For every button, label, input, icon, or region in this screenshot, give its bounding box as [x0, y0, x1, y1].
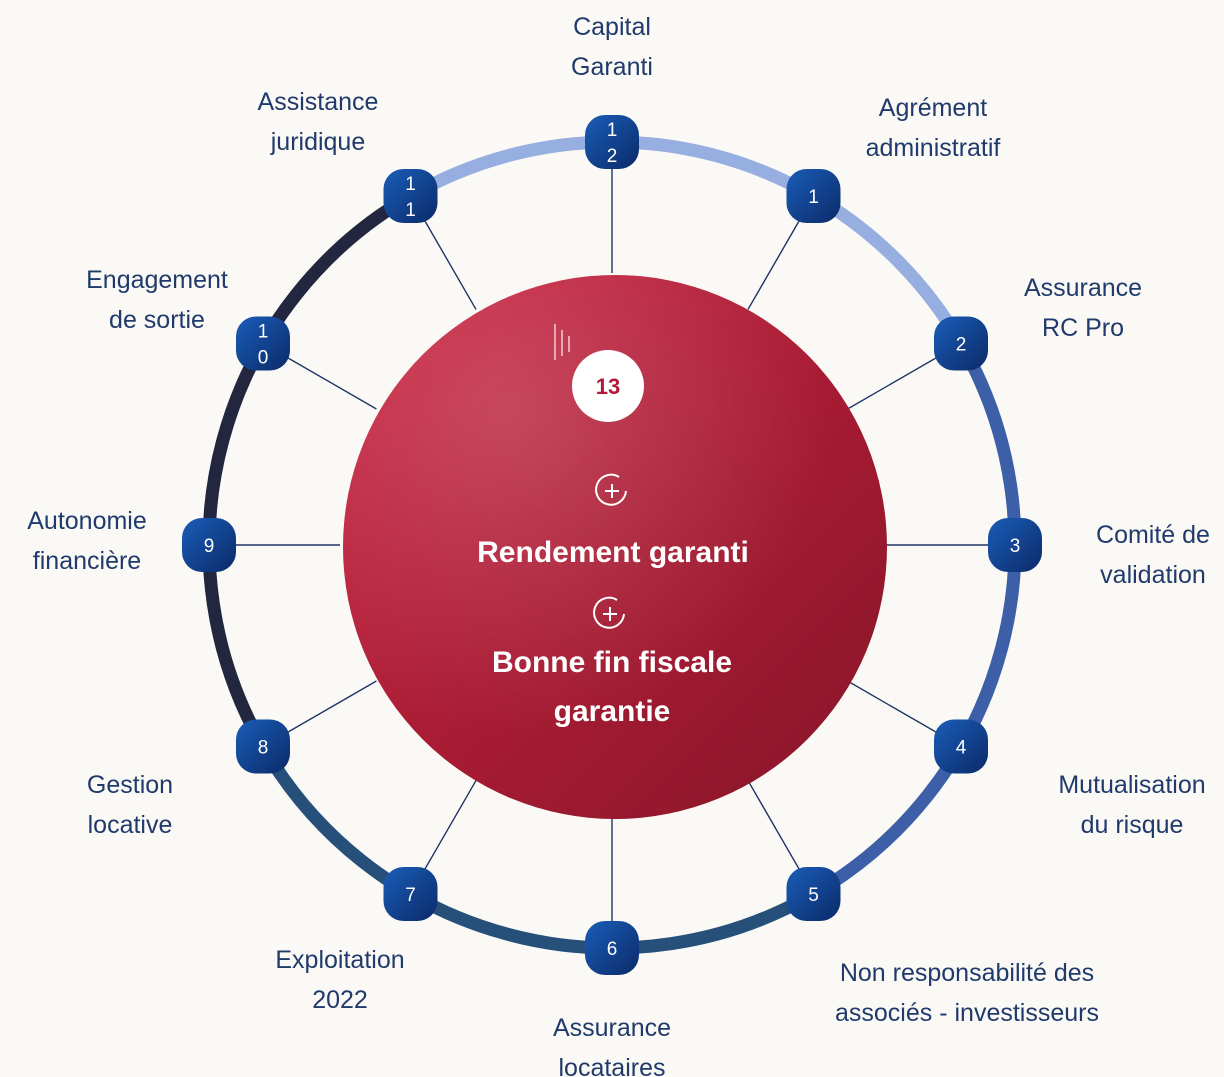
node-number: 6	[607, 939, 618, 960]
node-10: 1 0 Engagement de sortie	[86, 266, 290, 371]
node-badge	[585, 921, 639, 975]
node-9: 9 Autonomie financière	[27, 507, 236, 575]
node-label: Gestion	[87, 771, 173, 799]
node-label: Assistance	[258, 88, 379, 116]
node-number: 8	[258, 738, 269, 759]
node-label: Engagement	[86, 266, 228, 294]
node-3: 3 Comité de validation	[988, 518, 1210, 589]
node-badge	[934, 316, 989, 371]
badge-number: 13	[596, 374, 620, 399]
node-label: locative	[88, 811, 173, 839]
node-label: Comité de	[1096, 521, 1210, 549]
node-11: 1 1 Assistance juridique	[258, 88, 438, 223]
center-title-1: Rendement garanti	[477, 536, 749, 569]
node-number: 1	[405, 200, 416, 221]
node-badge	[585, 115, 639, 169]
node-number: 2	[956, 335, 967, 356]
node-label: administratif	[866, 134, 1001, 162]
ring-segment-blue	[810, 340, 1022, 900]
node-label: Assurance	[1024, 274, 1142, 302]
node-badge	[235, 719, 290, 774]
node-label: Capital	[573, 13, 651, 41]
node-label: 2022	[312, 986, 368, 1014]
node-badge	[383, 867, 438, 922]
node-number: 7	[405, 885, 416, 906]
center-badge: 13	[572, 350, 644, 422]
outer-ring	[202, 135, 1022, 955]
node-label: de sortie	[109, 306, 205, 334]
plus-circle-icon	[593, 596, 625, 629]
ring-segment-dark	[202, 190, 414, 750]
node-label: Assurance	[553, 1014, 671, 1042]
node-number: 1	[808, 187, 819, 208]
node-label: Autonomie	[27, 507, 147, 535]
node-number: 1	[258, 322, 269, 343]
plus-circle-icon	[595, 473, 627, 506]
node-2: 2 Assurance RC Pro	[934, 274, 1142, 371]
node-number: 1	[405, 174, 416, 195]
node-badge	[786, 168, 841, 223]
node-label: Agrément	[879, 94, 987, 122]
node-number: 9	[204, 536, 215, 557]
vertical-lines-icon	[554, 324, 570, 360]
node-label: associés - investisseurs	[835, 999, 1099, 1027]
node-number: 5	[808, 885, 819, 906]
node-badge	[934, 719, 989, 774]
node-number: 2	[607, 146, 618, 167]
node-label: validation	[1100, 561, 1206, 589]
node-label: juridique	[270, 128, 366, 156]
node-label: Mutualisation	[1058, 771, 1205, 799]
node-label: du risque	[1081, 811, 1184, 839]
node-badge	[786, 867, 841, 922]
node-badge	[235, 316, 290, 371]
node-number: 1	[607, 120, 618, 141]
node-label: Exploitation	[275, 946, 404, 974]
node-badge	[182, 518, 236, 572]
node-label: Non responsabilité des	[840, 959, 1094, 987]
node-label: Garanti	[571, 53, 653, 81]
center-title-2: Bonne fin fiscale	[492, 646, 732, 679]
node-badge	[988, 518, 1042, 572]
ring-segment-navy	[257, 743, 817, 955]
center-circle: 13 Rendement garanti Bonne fin fiscale g…	[343, 275, 887, 819]
node-number: 3	[1010, 536, 1021, 557]
node-number: 0	[258, 348, 269, 369]
center-title-3: garantie	[554, 695, 671, 728]
node-number: 4	[956, 738, 967, 759]
node-badge	[383, 168, 438, 223]
node-label: locataires	[559, 1054, 666, 1077]
node-1: 1 Agrément administratif	[786, 94, 1001, 223]
node-label: financière	[33, 547, 141, 575]
node-label: RC Pro	[1042, 314, 1124, 342]
